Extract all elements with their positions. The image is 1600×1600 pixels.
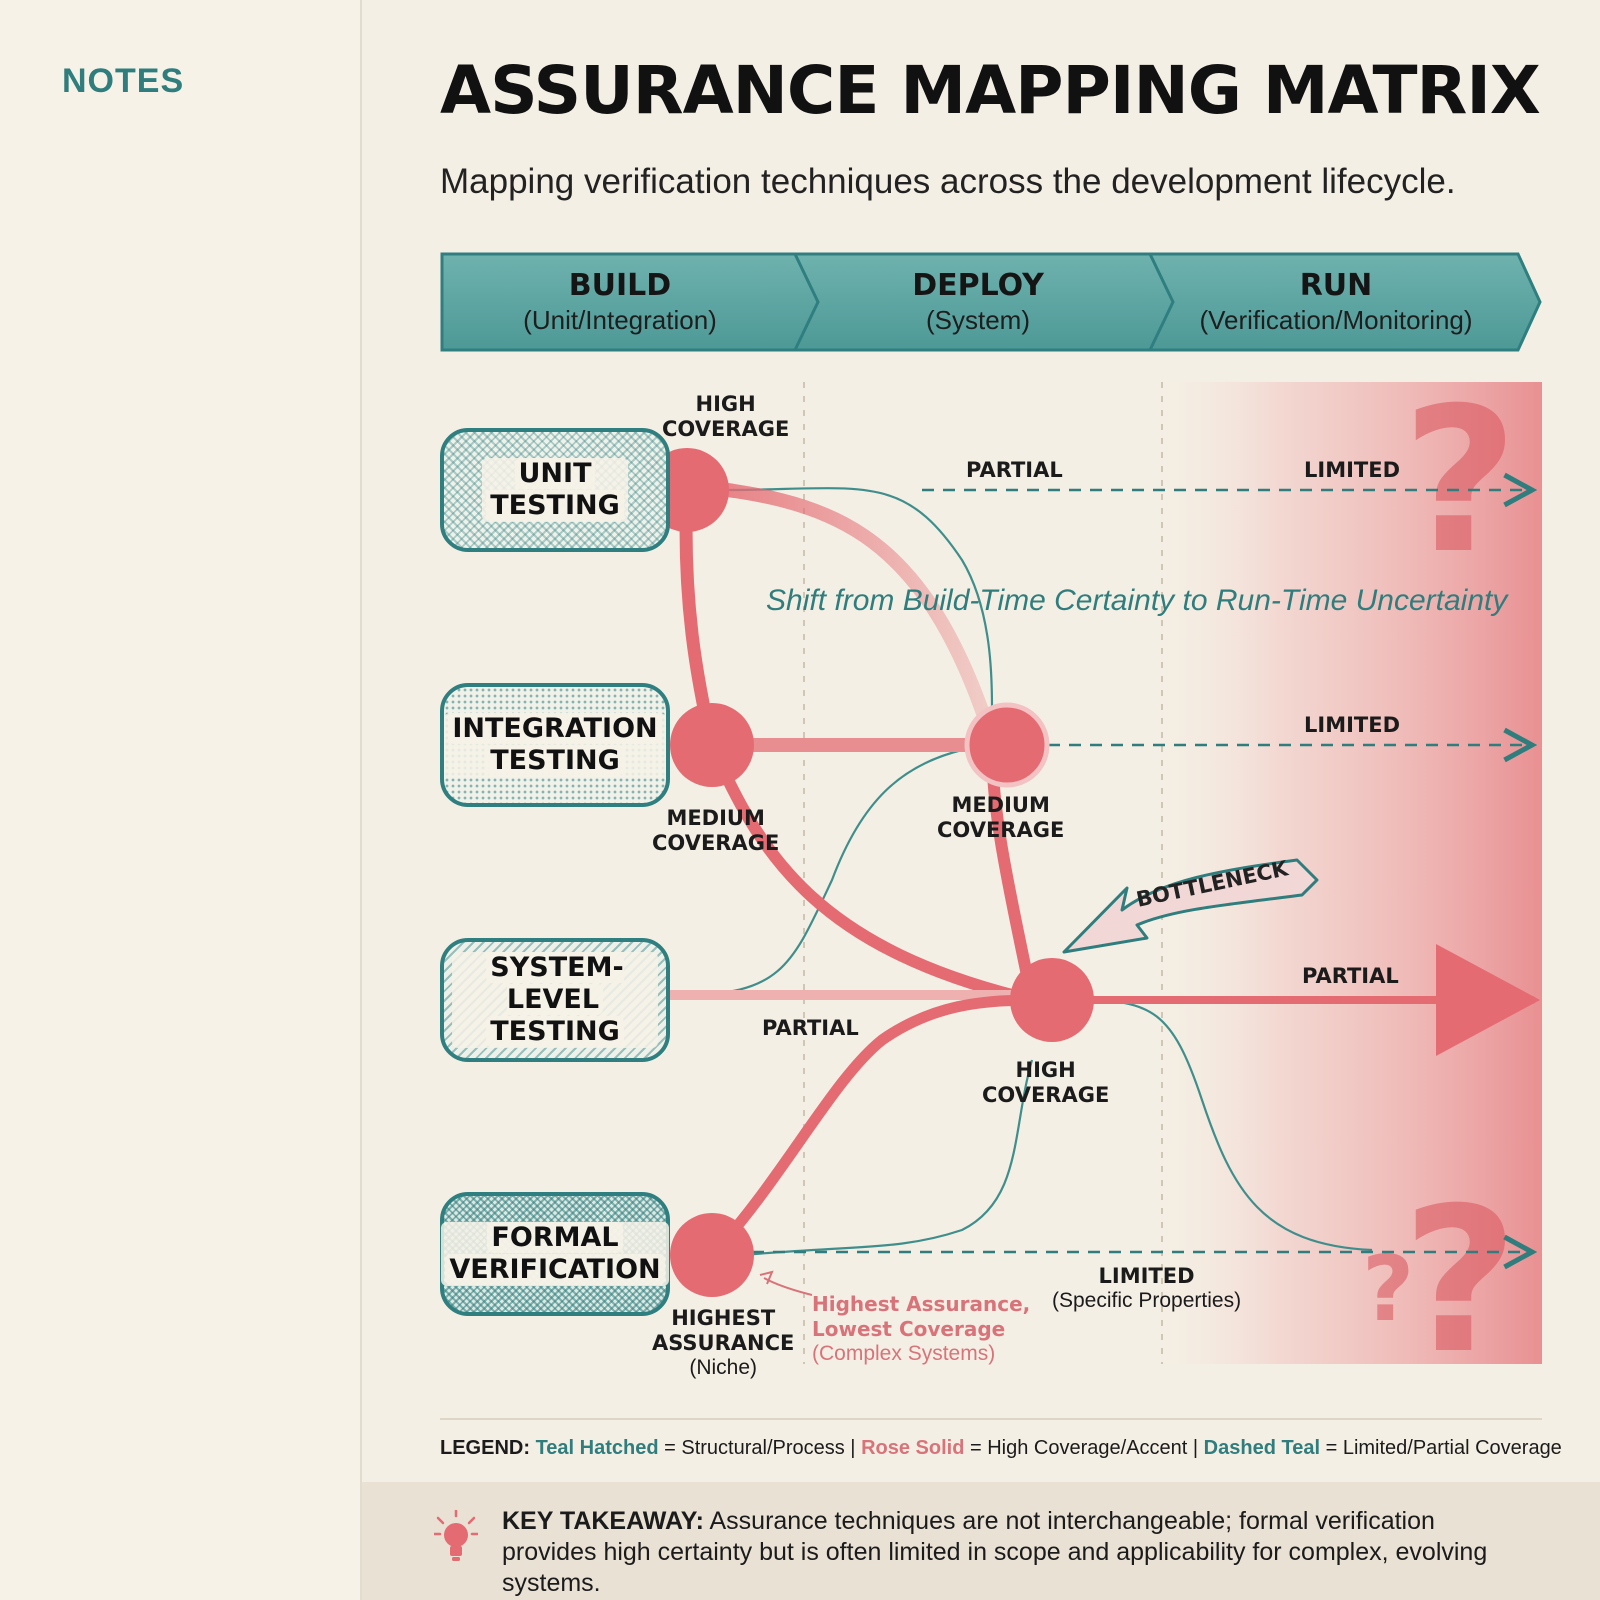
page-title: ASSURANCE MAPPING MATRIX <box>440 52 1541 129</box>
assurance-diagram: ? ? ? <box>645 365 1542 1398</box>
label-deploy-medium: MEDIUM COVERAGE <box>937 793 1064 843</box>
label-unit-high-1: HIGH <box>695 392 756 416</box>
bottleneck-arrow-icon <box>1062 858 1319 954</box>
tech-system-line1: SYSTEM-LEVEL <box>486 952 624 1015</box>
tech-formal-line2: VERIFICATION <box>445 1254 665 1285</box>
node-deploy-medium <box>964 702 1050 788</box>
edge-label-integration-limited: LIMITED <box>1304 713 1401 737</box>
tech-integration-line2: TESTING <box>486 745 624 776</box>
edge-label-formal-limited-2: (Specific Properties) <box>1052 1289 1242 1312</box>
key-takeaway-body: Assurance techniques are not interchange… <box>502 1507 1488 1597</box>
legend-key-dashed-teal: Dashed Teal <box>1203 1437 1321 1459</box>
node-system-high <box>1010 958 1094 1042</box>
formal-annotation-3: (Complex Systems) <box>812 1342 996 1365</box>
label-unit-high: HIGH COVERAGE <box>662 392 789 442</box>
node-formal-highest <box>670 1213 754 1297</box>
edge-label-unit-limited: LIMITED <box>1304 458 1401 482</box>
node-integration-medium <box>670 703 754 787</box>
legend-key-rose-solid: Rose Solid <box>861 1437 965 1459</box>
tech-unit-line1: UNIT <box>514 458 596 489</box>
label-formal-highest-2: ASSURANCE <box>652 1331 795 1355</box>
legend: LEGEND: Teal Hatched = Structural/Proces… <box>440 1437 1562 1460</box>
label-system-high-2: COVERAGE <box>982 1083 1110 1107</box>
edge-label-formal-limited: LIMITED (Specific Properties) <box>1052 1264 1241 1313</box>
label-formal-highest: HIGHEST ASSURANCE (Niche) <box>652 1306 794 1380</box>
edge-label-formal-limited-1: LIMITED <box>1098 1264 1195 1288</box>
label-deploy-medium-2: COVERAGE <box>937 818 1065 842</box>
svg-text:?: ? <box>1402 365 1518 598</box>
notes-panel: NOTES <box>0 0 362 1600</box>
legend-value-limited: = Limited/Partial Coverage <box>1325 1437 1562 1459</box>
phase-deploy-sub: (System) <box>926 305 1030 335</box>
phase-bar-shape <box>440 252 1542 352</box>
main-content: ASSURANCE MAPPING MATRIX Mapping verific… <box>362 0 1600 1600</box>
label-unit-high-2: COVERAGE <box>662 417 790 441</box>
shift-annotation: Shift from Build-Time Certainty to Run-T… <box>766 584 1508 617</box>
legend-divider <box>440 1418 1542 1420</box>
label-system-high-1: HIGH <box>1015 1058 1076 1082</box>
phase-deploy-name: DEPLOY <box>912 268 1044 303</box>
edge-label-system-partial-build: PARTIAL <box>762 1016 859 1040</box>
key-takeaway-label: KEY TAKEAWAY: <box>502 1507 704 1535</box>
label-deploy-medium-1: MEDIUM <box>951 793 1050 817</box>
phase-deploy: DEPLOY (System) <box>798 252 1158 352</box>
key-takeaway-panel: KEY TAKEAWAY: Assurance techniques are n… <box>362 1482 1600 1600</box>
legend-value-structural: = Structural/Process | <box>664 1437 856 1459</box>
question-mark-icon: ? ? ? <box>1362 365 1518 1398</box>
page-subtitle: Mapping verification techniques across t… <box>440 162 1456 201</box>
tech-integration-line1: INTEGRATION <box>448 713 662 744</box>
svg-text:?: ? <box>1402 1165 1518 1398</box>
edge-label-unit-partial: PARTIAL <box>966 458 1063 482</box>
notes-title: NOTES <box>62 62 185 100</box>
formal-annotation: Highest Assurance, Lowest Coverage (Comp… <box>812 1292 1030 1366</box>
phase-run-name: RUN <box>1299 268 1373 303</box>
label-formal-highest-3: (Niche) <box>689 1356 758 1379</box>
phase-build-name: BUILD <box>568 268 672 303</box>
svg-text:?: ? <box>1362 1237 1414 1342</box>
tech-formal-line1: FORMAL <box>487 1222 623 1253</box>
edge-label-system-partial-run: PARTIAL <box>1302 964 1399 988</box>
tech-system-line2: TESTING <box>486 1016 624 1047</box>
tech-unit-line2: TESTING <box>486 490 624 521</box>
annotation-pointer <box>763 1277 813 1296</box>
label-system-high: HIGH COVERAGE <box>982 1058 1109 1108</box>
formal-annotation-2: Lowest Coverage <box>812 1317 1006 1341</box>
annotation-pointer-head <box>759 1270 774 1285</box>
label-integration-medium: MEDIUM COVERAGE <box>652 806 779 856</box>
label-formal-highest-1: HIGHEST <box>671 1306 776 1330</box>
phase-build: BUILD (Unit/Integration) <box>440 252 800 352</box>
label-integration-medium-1: MEDIUM <box>666 806 765 830</box>
teal-connectors <box>681 487 1373 1257</box>
phase-bar: BUILD (Unit/Integration) DEPLOY (System)… <box>440 252 1542 352</box>
phase-build-sub: (Unit/Integration) <box>523 305 717 335</box>
formal-annotation-1: Highest Assurance, <box>812 1292 1031 1316</box>
legend-key-teal-hatched: Teal Hatched <box>535 1437 659 1459</box>
phase-run: RUN (Verification/Monitoring) <box>1156 252 1516 352</box>
phase-run-sub: (Verification/Monitoring) <box>1199 305 1473 335</box>
coverage-nodes <box>645 448 1094 1297</box>
lightbulb-icon <box>434 1510 478 1561</box>
legend-value-high-coverage: = High Coverage/Accent | <box>970 1437 1199 1459</box>
run-zone <box>1142 382 1542 1364</box>
label-integration-medium-2: COVERAGE <box>652 831 780 855</box>
legend-prefix: LEGEND: <box>440 1437 530 1459</box>
key-takeaway-text: KEY TAKEAWAY: Assurance techniques are n… <box>502 1506 1522 1599</box>
dashed-edges <box>752 490 1532 1252</box>
